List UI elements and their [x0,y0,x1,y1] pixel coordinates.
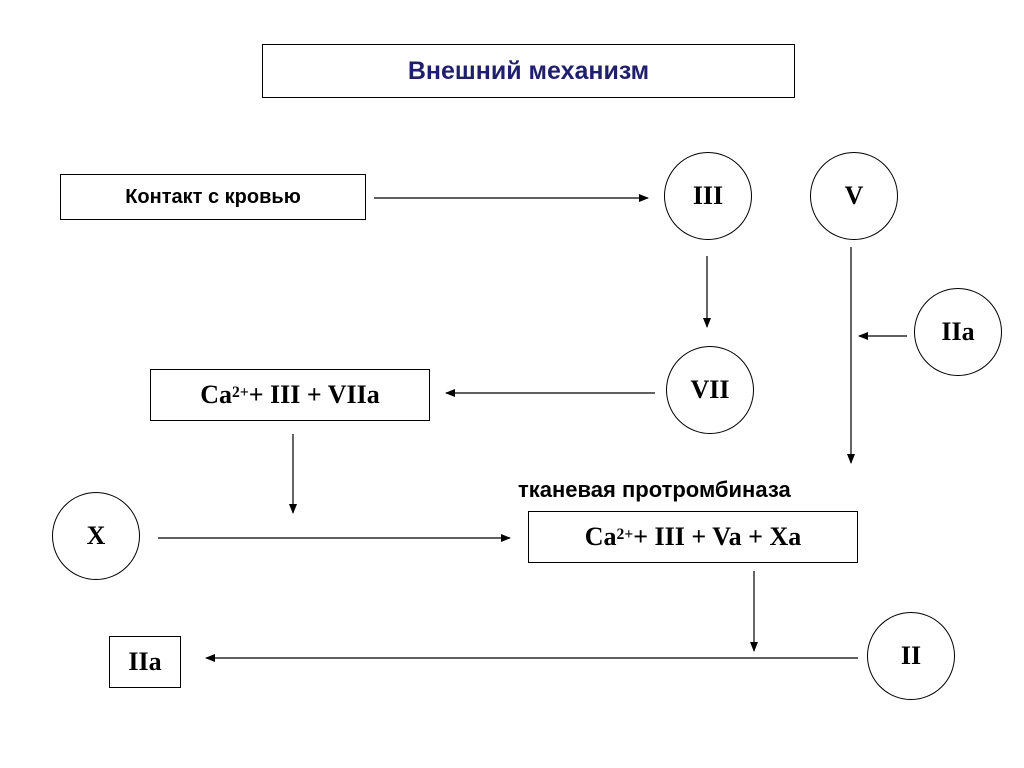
factor-x-label: X [86,521,106,550]
complex-ca-iii-viia-post: + III + VIIa [248,380,380,409]
complex-ca-iii-viia-box: Ca 2+ + III + VIIa [150,369,430,421]
diagram-title: Внешний механизм [407,56,650,85]
tissue-prothrombinase-label: тканевая протромбиназа [518,477,791,502]
factor-iii-node: III [664,152,752,240]
factor-v-label: V [844,181,864,210]
diagram-title-box: Внешний механизм [262,44,795,98]
factor-ii-node: II [867,612,955,700]
factor-iia-label: IIa [941,317,975,346]
factor-iia-node: IIa [914,288,1002,376]
contact-with-blood-label: Контакт с кровью [125,185,301,208]
factor-vii-node: VII [666,346,754,434]
prothrombinase-complex-pre: Ca [584,522,617,551]
contact-with-blood-box: Контакт с кровью [60,174,366,220]
calcium-charge-superscript: 2+ [232,384,249,401]
factor-vii-label: VII [690,375,730,404]
factor-iii-label: III [692,181,724,210]
prothrombinase-complex-post: + III + Va + Xa [633,522,802,551]
calcium-charge-superscript: 2+ [616,526,634,543]
prothrombinase-complex-box: Ca 2+ + III + Va + Xa [528,511,858,563]
result-iia-label: IIa [128,647,162,676]
result-iia-box: IIa [109,636,181,688]
factor-x-node: X [52,492,140,580]
complex-ca-iii-viia-pre: Ca [200,380,233,409]
factor-v-node: V [810,152,898,240]
factor-ii-label: II [900,641,922,670]
